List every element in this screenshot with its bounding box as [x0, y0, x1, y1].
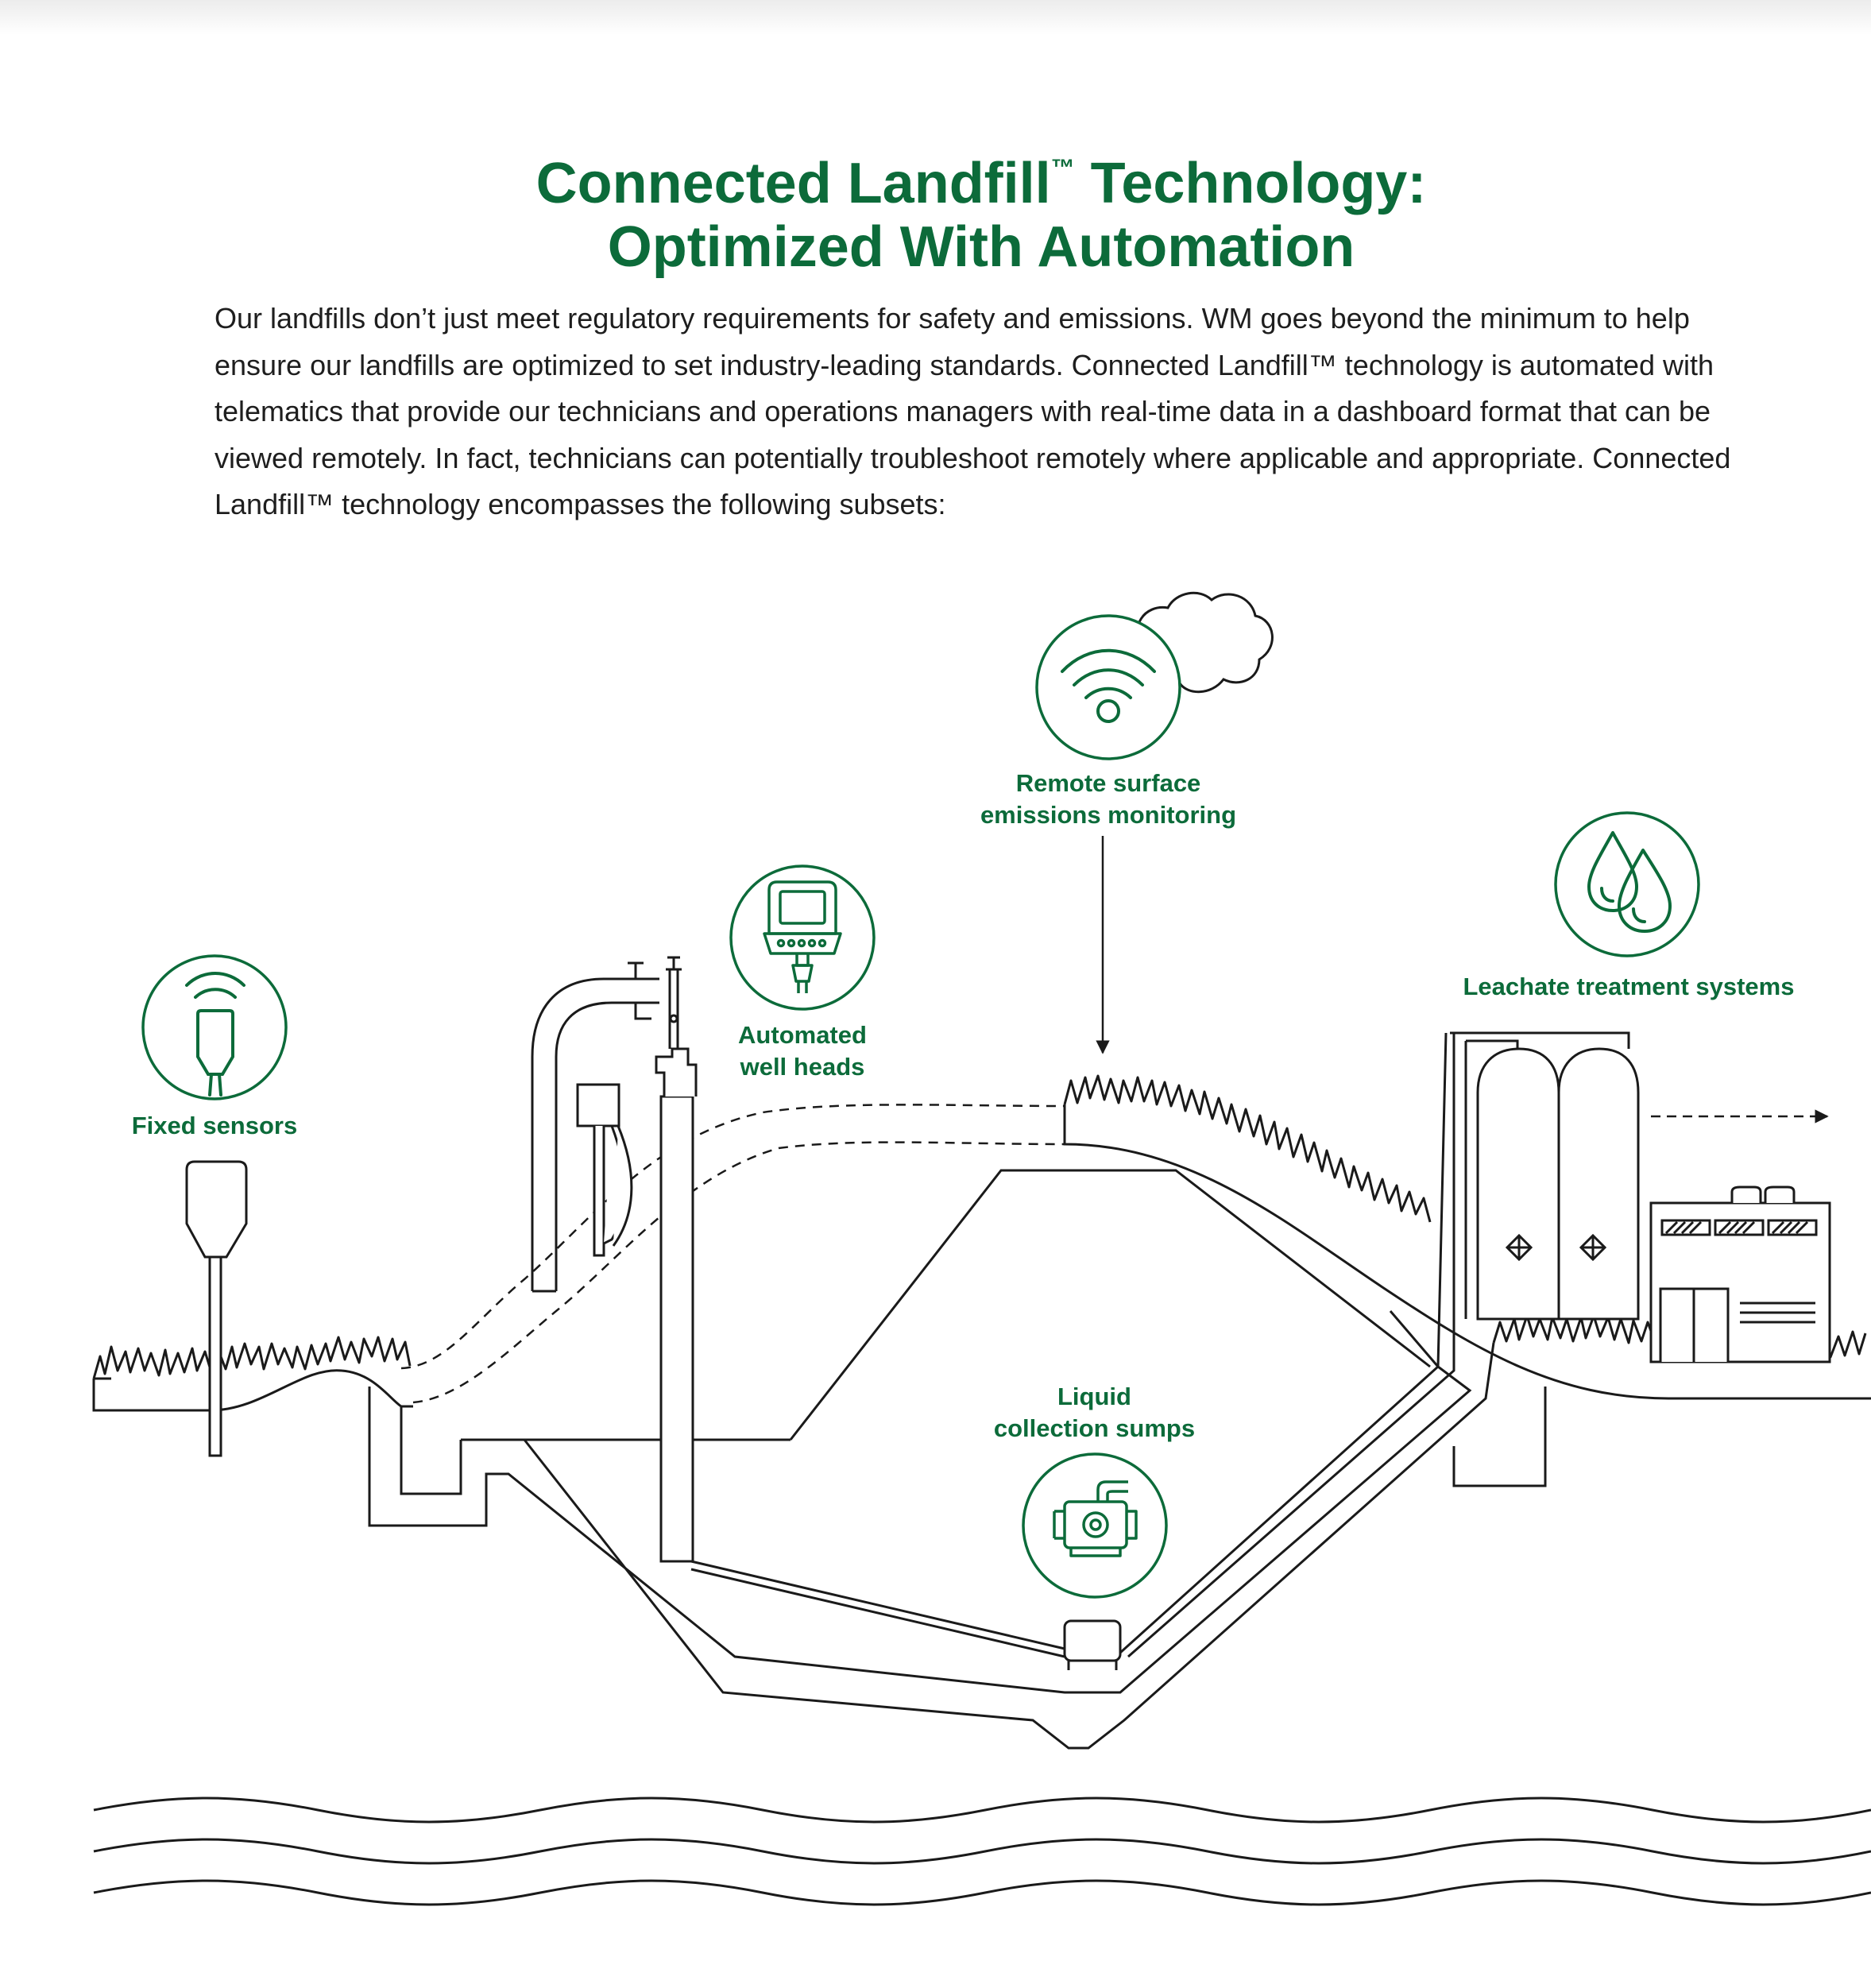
controller-icon — [729, 864, 876, 1011]
landfill-cell — [368, 1169, 1547, 1750]
treatment-building — [1649, 1185, 1831, 1363]
sensor-icon — [141, 954, 288, 1100]
well-pipe — [655, 956, 698, 1563]
label-leachate-treatment: Leachate treatment systems — [1463, 973, 1795, 1000]
dashed-gas-lines — [400, 1104, 1065, 1404]
ground-surface — [92, 1104, 1871, 1412]
title-line2: Optimized With Automation — [607, 215, 1355, 279]
wifi-icon — [1035, 614, 1181, 760]
water-drops-icon — [1554, 811, 1700, 957]
fixed-sensor-device — [185, 1160, 248, 1457]
pump-icon — [1022, 1452, 1168, 1599]
intro-paragraph: Our landfills don’t just meet regulatory… — [215, 302, 1731, 520]
sump-box — [1063, 1619, 1122, 1670]
groundwater-waves — [93, 1797, 1871, 1906]
page-top-shade — [0, 0, 1871, 35]
page-title: Connected Landfill™ Technology: Optimize… — [0, 137, 1871, 279]
title-line1: Connected Landfill™ Technology: — [535, 152, 1427, 215]
label-fixed-sensors: Fixed sensors — [131, 1112, 298, 1139]
leachate-tanks — [1450, 1031, 1640, 1321]
wellhead-pipe — [531, 961, 659, 1293]
wellhead-sensor-post — [576, 1083, 633, 1257]
